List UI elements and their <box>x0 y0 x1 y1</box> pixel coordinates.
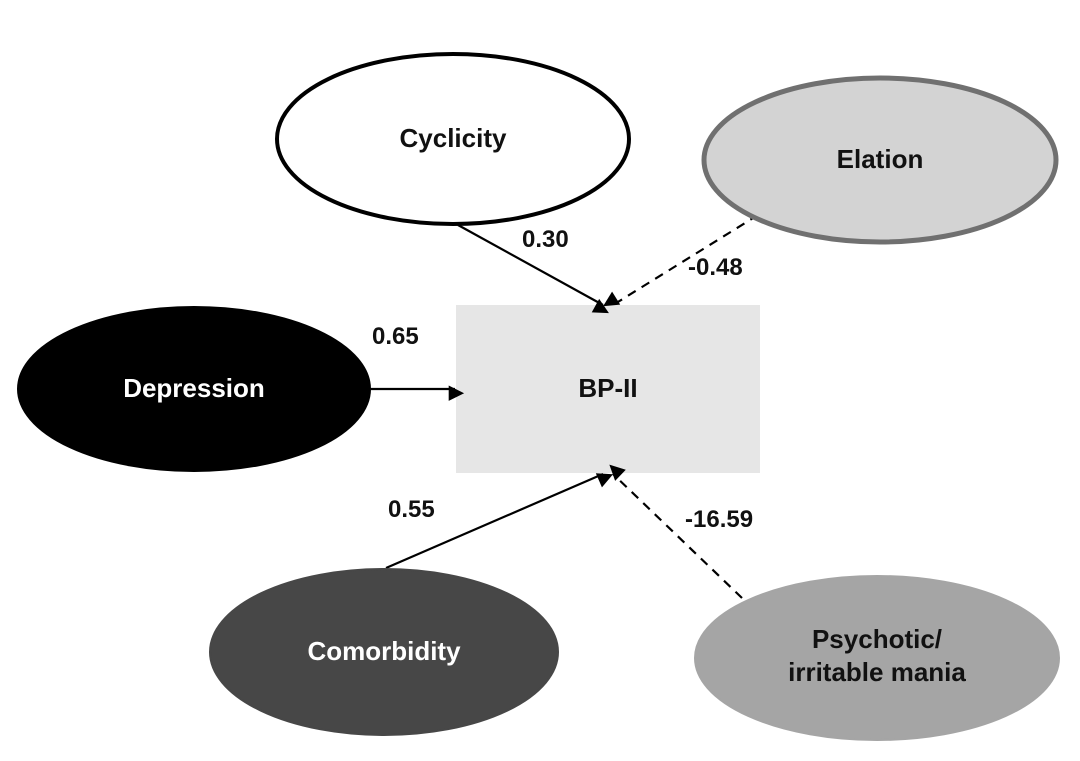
depression-label: Depression <box>123 373 265 403</box>
elation-node <box>701 75 1059 245</box>
comorbidity-path-arrow <box>385 472 614 570</box>
cyclicity-node <box>275 52 631 226</box>
mania-node <box>694 575 1060 741</box>
elation-path-arrow <box>603 214 759 307</box>
cyclicity-path-arrow <box>457 224 609 314</box>
bp-ii-label: BP-II <box>578 373 637 403</box>
cyclicity-label: Cyclicity <box>400 123 507 153</box>
comorbidity-coefficient: 0.55 <box>388 496 435 523</box>
elation-label: Elation <box>837 144 924 174</box>
mania-label-line2: irritable mania <box>788 657 966 687</box>
comorbidity-node <box>209 568 559 736</box>
depression-coefficient: 0.65 <box>372 323 419 350</box>
mania-label-line1: Psychotic/ <box>812 624 942 654</box>
comorbidity-label: Comorbidity <box>307 636 461 666</box>
elation-coefficient: -0.48 <box>688 254 743 281</box>
mania-path-arrow <box>609 464 743 599</box>
mania-coefficient: -16.59 <box>685 506 753 533</box>
cyclicity-coefficient: 0.30 <box>522 226 569 253</box>
depression-node <box>17 306 371 472</box>
bp-ii-box <box>456 305 760 473</box>
